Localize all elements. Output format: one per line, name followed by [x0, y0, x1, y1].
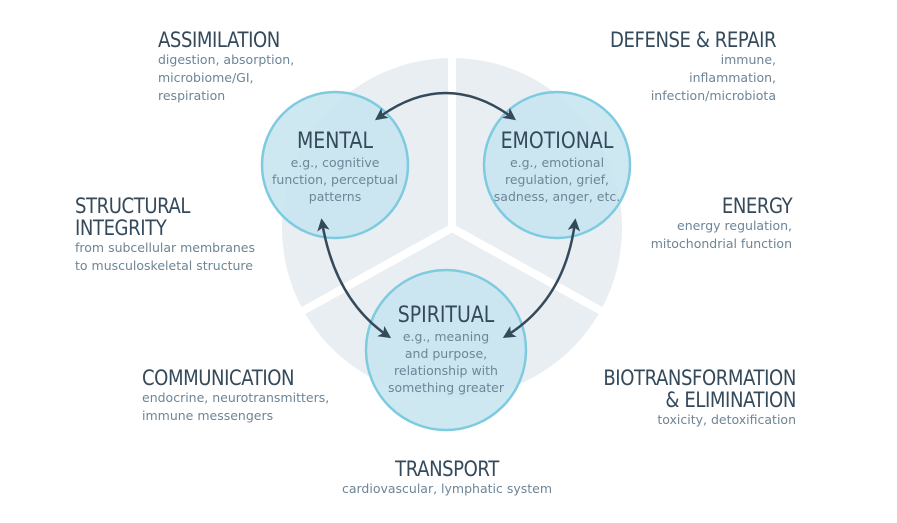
emotional-desc-line: sadness, anger, etc. — [493, 189, 621, 204]
assimilation-title: ASSIMILATION — [158, 28, 280, 52]
defense-repair-desc-line: infection/microbiota — [650, 88, 776, 103]
structural-integrity-title: INTEGRITY — [75, 216, 167, 240]
communication-desc-line: immune messengers — [142, 408, 274, 423]
energy-node: ENERGY energy regulation, mitochondrial … — [650, 194, 793, 253]
structural-integrity-desc-line: to musculoskeletal structure — [75, 258, 253, 273]
mental-desc-line: function, perceptual — [272, 172, 398, 187]
arrow-emotional-spiritual — [502, 218, 581, 338]
communication-node: COMMUNICATION endocrine, neurotransmitte… — [142, 367, 329, 425]
defense-repair-title: DEFENSE & REPAIR — [609, 28, 777, 52]
energy-desc-line: mitochondrial function — [650, 236, 792, 251]
transport-desc-line: cardiovascular, lymphatic system — [341, 481, 553, 496]
spiritual-desc-line: relationship with — [394, 363, 498, 378]
spiritual-desc-line: something greater — [387, 380, 505, 395]
mental-desc-line: e.g., cognitive — [290, 155, 380, 170]
spiritual-node: SPIRITUAL e.g., meaning and purpose, rel… — [366, 304, 526, 396]
emotional-title: EMOTIONAL — [500, 129, 614, 154]
connection-arrows — [317, 91, 581, 339]
emotional-node: EMOTIONAL e.g., emotional regulation, gr… — [477, 130, 637, 205]
structural-integrity-title: STRUCTURAL — [75, 194, 191, 218]
biotransformation-desc-line: toxicity, detoxification — [657, 412, 796, 427]
mental-title: MENTAL — [296, 129, 374, 154]
assimilation-node: ASSIMILATION digestion, absorption, micr… — [158, 29, 300, 105]
structural-integrity-desc-line: from subcellular membranes — [75, 240, 256, 255]
mental-node: MENTAL e.g., cognitive function, percept… — [255, 130, 415, 205]
arrow-mental-emotional — [374, 91, 517, 121]
transport-node: TRANSPORT cardiovascular, lymphatic syst… — [297, 458, 597, 498]
biotransformation-title: & ELIMINATION — [665, 388, 797, 412]
assimilation-desc-line: microbiome/GI, — [158, 70, 254, 85]
biotransformation-node: BIOTRANSFORMATION & ELIMINATION toxicity… — [572, 367, 796, 429]
biotransformation-title: BIOTRANSFORMATION — [603, 366, 796, 390]
spiritual-desc-line: e.g., meaning — [402, 329, 490, 344]
assimilation-desc-line: respiration — [158, 88, 226, 103]
structural-integrity-node: STRUCTURAL INTEGRITY from subcellular me… — [75, 195, 255, 275]
defense-repair-node: DEFENSE & REPAIR immune, inflammation, i… — [583, 28, 777, 105]
emotional-desc-line: regulation, grief, — [504, 172, 610, 187]
energy-desc-line: energy regulation, — [677, 218, 792, 233]
spiritual-title: SPIRITUAL — [397, 303, 495, 328]
assimilation-desc-line: digestion, absorption, — [158, 52, 295, 67]
transport-title: TRANSPORT — [395, 457, 499, 481]
communication-desc-line: endocrine, neurotransmitters, — [142, 390, 330, 405]
arrow-mental-spiritual — [317, 218, 392, 339]
defense-repair-desc-line: immune, — [720, 52, 776, 67]
communication-title: COMMUNICATION — [142, 366, 295, 390]
core-circles — [260, 90, 632, 432]
defense-repair-desc-line: inflammation, — [689, 70, 776, 85]
spiritual-desc-line: and purpose, — [404, 346, 488, 361]
emotional-desc-line: e.g., emotional — [509, 155, 605, 170]
mental-desc-line: patterns — [308, 189, 362, 204]
spiritual-circle — [364, 268, 528, 432]
energy-title: ENERGY — [721, 194, 793, 218]
